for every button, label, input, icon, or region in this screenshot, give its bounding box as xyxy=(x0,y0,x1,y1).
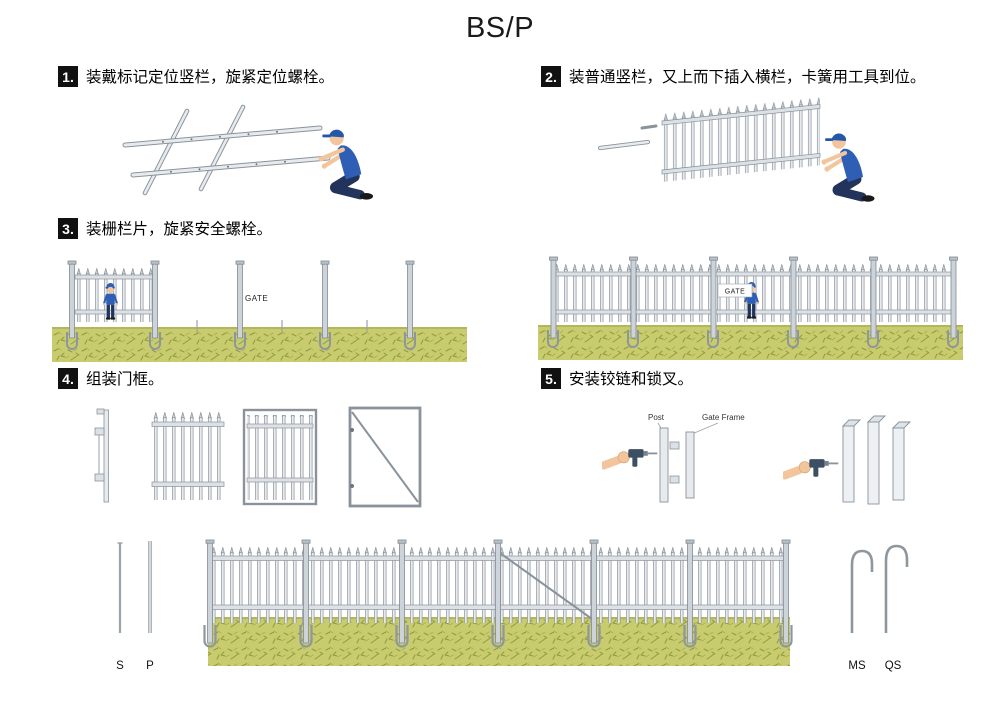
gate-post-part xyxy=(94,408,109,503)
step2-panel-illustration xyxy=(597,97,900,212)
ground-anchors xyxy=(66,332,416,350)
qs-hook-rod xyxy=(884,544,909,633)
gate-label: GATE xyxy=(245,294,268,303)
gate-sign-plate xyxy=(717,283,753,298)
step5-hinge-install: Post Gate Frame xyxy=(600,413,912,505)
post-caps xyxy=(549,256,958,261)
gate-frame-label: Gate Frame xyxy=(702,413,745,422)
page-title: BS/P xyxy=(465,12,535,44)
ms-hook-rod xyxy=(850,549,874,633)
step1-rails-illustration xyxy=(122,104,395,210)
grass-edge xyxy=(538,325,963,327)
step3-scene-right: GATE xyxy=(538,256,963,360)
marker-stakes xyxy=(196,320,368,332)
post-and-frame-assembly xyxy=(659,427,695,503)
step-5-badge: 5. xyxy=(541,368,561,389)
grass-strip xyxy=(538,326,963,360)
gate-label: GATE xyxy=(725,289,746,296)
drill-hand-icon xyxy=(785,459,838,477)
finished-fence-scene: S P MS QS xyxy=(116,539,909,672)
s-rod xyxy=(117,542,123,633)
step-1-badge: 1. xyxy=(58,66,78,87)
step3-scene-left: GATE xyxy=(52,260,467,362)
post-caps xyxy=(205,539,791,544)
step-2-caption: 2. 装普通竖栏，又上而下插入横栏，卡簧用工具到位。 xyxy=(541,66,926,89)
ground-anchors xyxy=(203,625,793,648)
braced-gate-frame-part xyxy=(348,406,422,508)
step-4-caption: 4. 组装门框。 xyxy=(58,368,164,391)
step-5-caption: 5. 安装铰链和锁叉。 xyxy=(541,368,693,391)
p-label: P xyxy=(146,660,154,672)
leader-line xyxy=(691,422,719,435)
step-2-text: 装普通竖栏，又上而下插入横栏，卡簧用工具到位。 xyxy=(569,69,926,86)
step-5-text: 安装铰链和锁叉。 xyxy=(569,371,694,388)
worker-figure xyxy=(319,130,373,200)
fence-panel xyxy=(661,97,821,182)
step-4-text: 组装门框。 xyxy=(86,371,164,388)
horizontal-rails xyxy=(122,125,331,178)
step-2-badge: 2. xyxy=(541,66,561,87)
grass-edge xyxy=(52,327,467,329)
ms-label: MS xyxy=(848,660,866,672)
fence-posts xyxy=(69,263,413,339)
bolt-holes xyxy=(162,130,286,173)
fence-posts xyxy=(207,542,789,644)
step-3-text: 装栅栏片，旋紧安全螺栓。 xyxy=(86,221,273,238)
step-3-caption: 3. 装栅栏片，旋紧安全螺栓。 xyxy=(58,218,272,241)
qs-label: QS xyxy=(885,660,902,672)
step-4-badge: 4. xyxy=(58,368,78,389)
step4-gate-parts xyxy=(94,406,422,508)
step-3-badge: 3. xyxy=(58,218,78,239)
loose-rail xyxy=(597,124,658,151)
ground-anchors xyxy=(547,330,959,348)
cross-rails xyxy=(142,104,246,196)
step-1-text: 装戴标记定位竖栏，旋紧定位螺栓。 xyxy=(86,69,335,86)
drill-hand-icon xyxy=(604,449,657,467)
worker-figure xyxy=(821,134,874,202)
s-label: S xyxy=(116,660,124,672)
gate-brace xyxy=(499,552,593,620)
post-label: Post xyxy=(648,413,665,422)
post-caps xyxy=(67,260,415,265)
step-1-caption: 1. 装戴标记定位竖栏，旋紧定位螺栓。 xyxy=(58,66,334,89)
picket-panel-part xyxy=(151,412,225,500)
frame-tubes-assembly xyxy=(841,415,912,505)
grass-strip xyxy=(52,328,467,362)
framed-gate-leaf-part xyxy=(242,408,318,506)
fence-panel xyxy=(74,268,155,322)
